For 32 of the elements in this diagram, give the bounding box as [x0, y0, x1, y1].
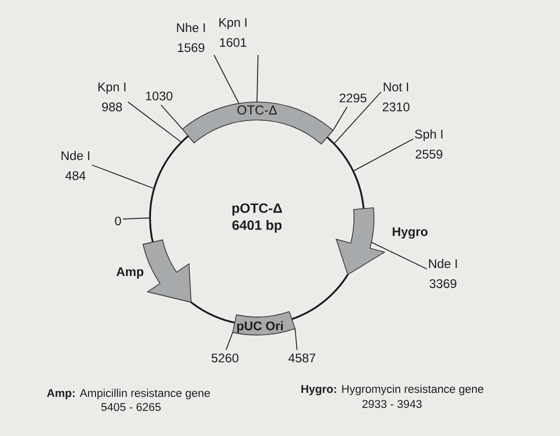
site-label: Sph I 2559	[414, 129, 442, 159]
site-label: 4587	[288, 354, 316, 362]
feature-label: Hygro	[392, 227, 428, 239]
site-label: 2295	[340, 94, 366, 102]
arc-segment: pUC Ori	[232, 311, 296, 336]
leader-line	[256, 54, 258, 102]
range-text: 2933 - 3943	[362, 400, 422, 408]
leader-line	[332, 106, 348, 131]
feature-label: Amp	[116, 267, 144, 279]
gene-note: Hygro: Hygromycin resistance gene	[301, 384, 484, 396]
leader-line	[354, 138, 414, 172]
site-label: Kpn I 1601	[219, 18, 246, 47]
leader-line	[371, 242, 428, 270]
site-label: Nde I 3369	[429, 258, 457, 288]
arc-segment: OTC-Δ	[182, 102, 334, 144]
leader-line	[92, 164, 154, 189]
leader-line	[294, 328, 298, 350]
range-text: 5405 - 6265	[101, 402, 161, 411]
site-label: Kpn I 988	[98, 82, 126, 112]
site-label: Not I 2310	[382, 82, 410, 112]
leader-line	[160, 104, 183, 130]
site-label: 0	[115, 216, 121, 226]
leader-line	[334, 92, 382, 144]
leader-line	[214, 54, 240, 104]
site-label: 5260	[212, 354, 238, 362]
leader-line	[128, 102, 182, 142]
site-label: Nde I 484	[62, 150, 90, 180]
site-label: 1030	[146, 92, 172, 100]
leader-line	[226, 332, 234, 350]
gene-note: Amp: Ampicillin resistance gene	[47, 388, 210, 400]
leader-line	[122, 218, 150, 220]
site-label: Nhe I 1569	[177, 22, 205, 52]
